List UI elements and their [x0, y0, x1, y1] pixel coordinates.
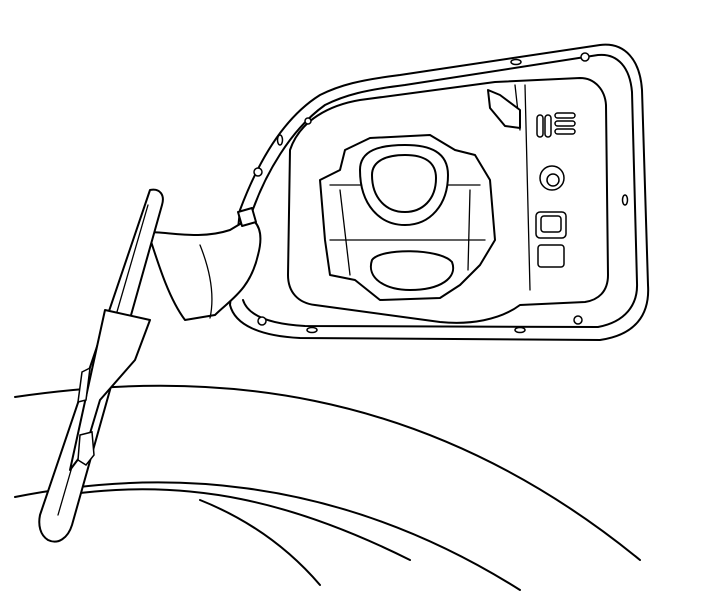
charging-socket [319, 134, 496, 301]
body-contour-lines [14, 384, 641, 591]
control-panel [535, 112, 576, 268]
door-flap [38, 188, 164, 543]
hinge-arm [147, 207, 262, 321]
screw-holes [253, 52, 629, 334]
